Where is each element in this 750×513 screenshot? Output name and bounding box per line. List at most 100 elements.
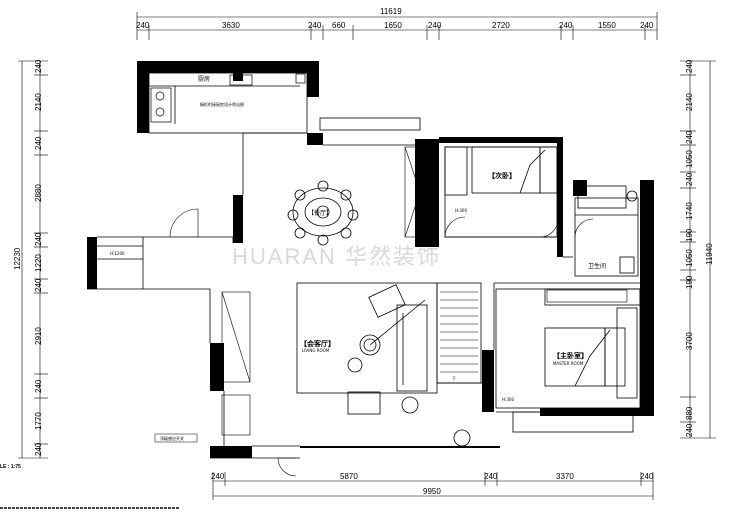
dim-left-9: 240 xyxy=(34,379,43,393)
chair-icon xyxy=(287,209,299,221)
dim-right-1: 240 xyxy=(685,59,694,73)
bathroom-label: 卫生间 xyxy=(588,262,606,270)
staircase xyxy=(440,291,478,373)
armchair xyxy=(368,284,406,318)
burner-icon xyxy=(155,91,165,101)
dim-left-10: 1770 xyxy=(34,412,43,430)
bottom-dimension xyxy=(212,472,654,500)
dim-top-1: 240 xyxy=(136,21,150,30)
dim-top-8: 240 xyxy=(559,21,573,30)
sink-icon xyxy=(626,190,638,202)
note-h1200: H:1200 xyxy=(110,251,125,256)
doors xyxy=(169,208,594,477)
chair-icon xyxy=(347,209,359,221)
dim-right-9: 190 xyxy=(685,275,694,289)
dim-left-2: 2140 xyxy=(34,93,43,111)
wardrobe xyxy=(444,146,468,196)
dim-right-6: 1740 xyxy=(685,202,694,220)
living-room-sub: LIVING ROOM xyxy=(302,348,330,353)
dim-right-2: 2140 xyxy=(685,93,694,111)
bed xyxy=(471,146,541,194)
bottom-total-dimension: 9950 xyxy=(423,487,441,496)
coffee-table xyxy=(359,334,381,356)
entry-note-box xyxy=(154,433,198,443)
bathtub xyxy=(577,185,627,209)
dim-top-9: 1550 xyxy=(598,21,616,30)
dining-table xyxy=(287,180,359,246)
chair-icon xyxy=(294,227,306,239)
scale-label: LE : 1:75 xyxy=(0,464,21,470)
living-furniture xyxy=(296,282,471,447)
dim-top-3: 240 xyxy=(308,21,322,30)
dim-bottom-3: 240 xyxy=(484,472,498,481)
sink xyxy=(229,74,253,86)
dim-top-4: 660 xyxy=(332,21,346,30)
door-swing xyxy=(539,218,559,238)
bathroom-fixtures xyxy=(577,185,638,274)
door-swing xyxy=(169,208,199,238)
dim-top-10: 240 xyxy=(640,21,654,30)
left-total-dimension: 12230 xyxy=(13,247,22,270)
dim-right-10: 3700 xyxy=(685,332,694,350)
burner-icon xyxy=(155,107,165,117)
stairs-label: 下 xyxy=(452,376,456,381)
dim-left-6: 1220 xyxy=(34,254,43,272)
dim-top-7: 2720 xyxy=(492,21,510,30)
kitchen-label: 厨房 xyxy=(198,75,210,83)
dim-left-7: 240 xyxy=(34,278,43,292)
side-table xyxy=(453,429,471,447)
dim-left-11: 240 xyxy=(34,442,43,456)
dim-bottom-1: 240 xyxy=(211,472,225,481)
dim-right-3: 240 xyxy=(685,130,694,144)
dim-bottom-2: 5870 xyxy=(340,472,358,481)
right-total-dimension: 11940 xyxy=(705,243,714,265)
stove xyxy=(150,87,172,123)
dim-left-8: 2910 xyxy=(34,327,43,345)
dim-right-8: 1050 xyxy=(685,249,694,267)
living-room-label: 【会客厅】 xyxy=(300,339,335,348)
dim-right-5: 240 xyxy=(685,172,694,186)
dim-left-5: 240 xyxy=(34,232,43,246)
lounge-chair xyxy=(347,391,381,415)
master-bedroom-furniture xyxy=(544,288,641,399)
door-swing xyxy=(574,218,594,238)
chair-icon xyxy=(340,227,352,239)
door-swing xyxy=(277,457,297,477)
chair-icon xyxy=(340,189,352,201)
note-h300: H:300 xyxy=(455,208,467,213)
dim-top-6: 240 xyxy=(428,21,442,30)
kitchen-note: 橱柜衔接厨房设计师出图 xyxy=(200,101,244,107)
dim-right-4: 1050 xyxy=(685,150,694,168)
top-dimension xyxy=(136,12,658,40)
toilet xyxy=(619,256,635,274)
dining-label: 【餐厅】 xyxy=(308,209,332,217)
note-h300-b: H:300 xyxy=(502,397,514,402)
chair-icon xyxy=(317,234,329,246)
dim-bottom-4: 3370 xyxy=(556,472,574,481)
kitchen-fixtures xyxy=(150,73,306,123)
master-bedroom-sub: MASTER ROOM xyxy=(553,361,584,366)
door-swing xyxy=(444,216,466,238)
chair-icon xyxy=(294,189,306,201)
left-dimension xyxy=(18,60,48,459)
dim-bottom-5: 240 xyxy=(640,472,654,481)
dim-top-2: 3630 xyxy=(222,21,240,30)
dim-top-5: 1650 xyxy=(384,21,402,30)
dim-left-4: 2880 xyxy=(34,184,43,202)
sofa xyxy=(396,304,428,392)
dim-left-1: 240 xyxy=(34,59,43,73)
top-total-dimension: 11619 xyxy=(380,7,402,16)
fridge xyxy=(295,73,306,84)
chair-icon xyxy=(317,180,329,192)
master-bedroom-label: 【主卧室】 xyxy=(553,351,588,360)
second-bedroom-label: 【次卧】 xyxy=(488,171,516,180)
dim-right-7: 190 xyxy=(685,228,694,242)
wardrobe xyxy=(616,307,638,399)
cabinets xyxy=(221,146,628,436)
watermark: HUARAN 华然装饰 xyxy=(232,244,441,269)
dim-left-3: 240 xyxy=(34,136,43,150)
dim-right-12: 240 xyxy=(685,423,694,437)
second-bedroom-furniture xyxy=(444,146,558,196)
entry-note: 顶级感应开关 xyxy=(160,435,184,441)
